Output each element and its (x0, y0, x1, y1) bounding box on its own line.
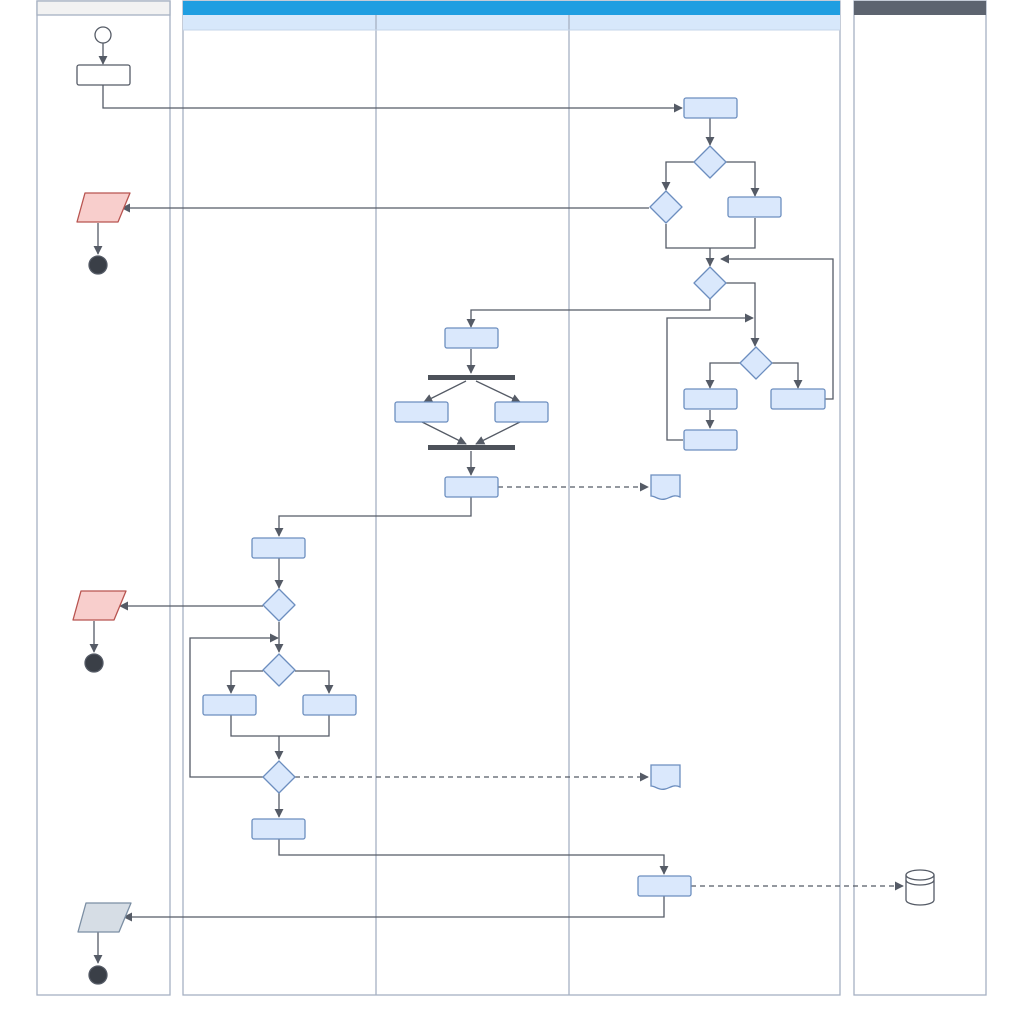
lane-left (36, 0, 171, 996)
task-4[interactable] (444, 327, 499, 349)
decision-4[interactable] (739, 346, 773, 380)
end-node-2[interactable] (84, 653, 104, 673)
database[interactable] (905, 869, 935, 906)
task-6[interactable] (494, 401, 549, 423)
left-task-1[interactable] (76, 64, 131, 86)
io-2[interactable] (72, 590, 127, 621)
edge-task-9-loop (666, 313, 754, 441)
edge-decision-1-right (726, 161, 760, 197)
task-12[interactable] (302, 694, 357, 716)
task-1[interactable] (683, 97, 738, 119)
edge-task-3-loop (720, 254, 834, 400)
edge-task-14-to-io-3 (123, 896, 665, 922)
decision-3[interactable] (693, 266, 727, 300)
decision-6[interactable] (262, 653, 296, 687)
lane-right (853, 0, 987, 996)
edge-decision-4-left (705, 362, 740, 389)
fork-bar (428, 375, 515, 380)
task-7[interactable] (444, 476, 499, 498)
edge-task-5-to-join (421, 421, 467, 445)
edge-left-task-to-task-1 (102, 85, 683, 113)
edge-fork-to-task-5 (423, 380, 467, 403)
task-8[interactable] (683, 388, 738, 410)
task-9[interactable] (683, 429, 738, 451)
start-node[interactable] (94, 26, 112, 44)
lane-group-subheader (183, 15, 840, 30)
document-2[interactable] (650, 764, 681, 790)
document-1[interactable] (650, 474, 681, 500)
edge-decision-1-left (661, 161, 694, 191)
end-node-3[interactable] (88, 965, 108, 985)
task-5[interactable] (394, 401, 449, 423)
decision-5[interactable] (262, 588, 296, 622)
io-3[interactable] (77, 902, 132, 933)
edge-decision-6-right (295, 670, 334, 694)
task-11[interactable] (202, 694, 257, 716)
task-13[interactable] (251, 818, 306, 840)
edge-task-7-to-task-10 (274, 497, 472, 537)
decision-1[interactable] (693, 145, 727, 179)
edge-decision-3-to-task-4 (466, 299, 711, 328)
edge-fork-to-task-6 (475, 380, 521, 403)
edge-task-6-to-join (475, 421, 521, 445)
io-1[interactable] (76, 192, 131, 223)
task-2[interactable] (727, 196, 782, 218)
nodes (72, 26, 935, 985)
decision-2[interactable] (649, 190, 683, 224)
end-node-1[interactable] (88, 255, 108, 275)
lane-right-header (854, 1, 986, 15)
edge-decision-7-loop (189, 633, 279, 778)
lane-left-header (36, 0, 171, 16)
edge-decision-3-to-decision-4 (726, 282, 760, 347)
lane-group-header (183, 1, 840, 15)
task-10[interactable] (251, 537, 306, 559)
join-bar (428, 445, 515, 450)
edge-tasks-merge (230, 715, 330, 737)
edge-task-13-to-task-14 (278, 839, 669, 875)
lane-group (182, 0, 841, 996)
decision-7[interactable] (262, 760, 296, 794)
edge-decision-6-left (226, 670, 263, 694)
edge-decision-4-right (772, 362, 803, 389)
edges (89, 43, 904, 964)
task-3[interactable] (770, 388, 826, 410)
task-14[interactable] (637, 875, 692, 897)
